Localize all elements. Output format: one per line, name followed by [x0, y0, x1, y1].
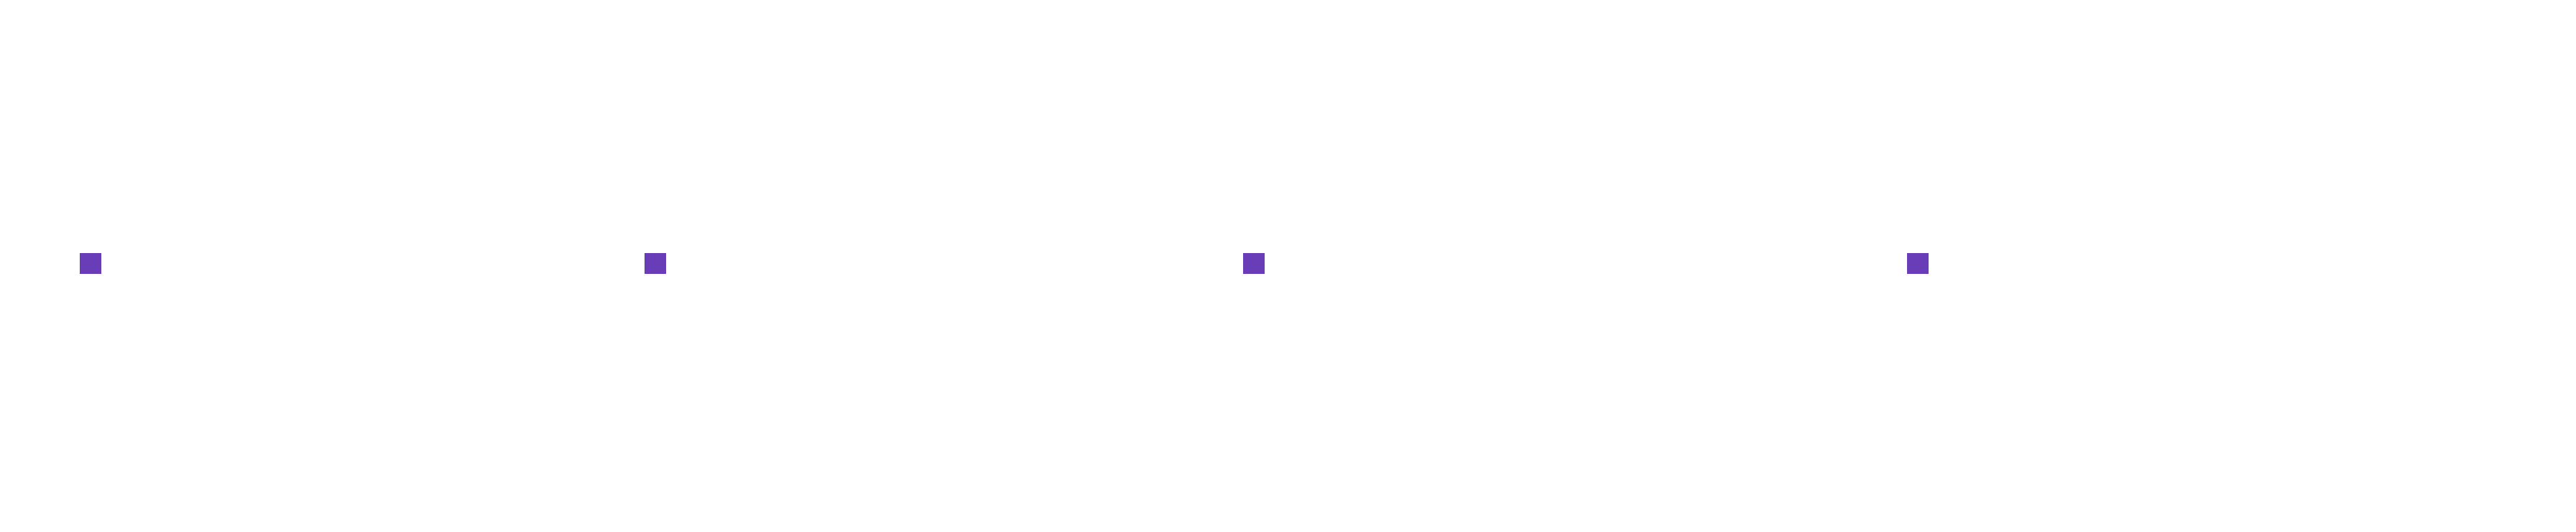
square-marker-icon	[80, 253, 101, 274]
square-marker-icon	[645, 253, 666, 274]
square-marker-icon	[1907, 253, 1929, 274]
square-marker-icon	[1243, 253, 1265, 274]
